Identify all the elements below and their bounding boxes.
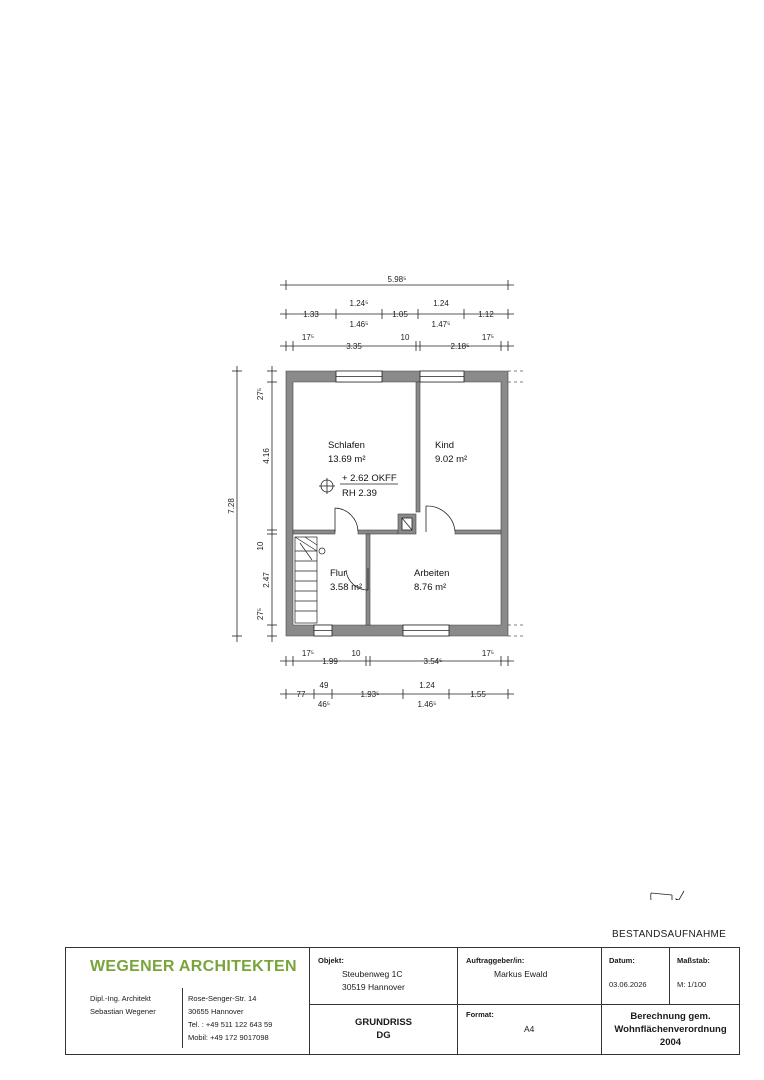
dim-top-row3: 3.35 [346, 342, 362, 351]
level-okff: + 2.62 OKFF [342, 473, 397, 484]
address-block: Rose-Senger-Str. 14 30655 Hannover Tel. … [188, 992, 272, 1044]
calculation-note: Berechnung gem. Wohnflächenverordnung 20… [602, 1010, 739, 1049]
dim-bottom-row2-below: 46⁵ [318, 700, 330, 709]
dim-left-part: 27⁵ [256, 608, 265, 620]
address-street: Rose-Senger-Str. 14 [188, 994, 257, 1003]
plan-title-line2: DG [376, 1030, 391, 1041]
dim-bottom-row2: 1.55 [470, 690, 486, 699]
objekt-street: Steubenweg 1C [342, 969, 403, 979]
dim-bottom-row1: 3.54⁵ [424, 657, 443, 666]
architect-block: Dipl.-Ing. Architekt Sebastian Wegener [90, 992, 156, 1018]
plan-title-line1: GRUNDRISS [354, 1017, 412, 1028]
dim-top-row3: 17⁵ [482, 333, 494, 342]
dim-left-part: 2.47 [262, 572, 271, 588]
dim-top-row2: 1.24⁵ [350, 299, 369, 308]
dim-top-row2-below: 1.46⁵ [350, 320, 369, 329]
scale-label: Maßstab: [677, 956, 710, 965]
dim-bottom-row1: 1.99 [322, 657, 338, 666]
client-label: Auftraggeber/in: [466, 956, 525, 965]
floor-plan: 5.98⁵ 1.33 1.24⁵ 1.05 1.24 1.12 1.46⁵ 1.… [227, 275, 685, 900]
calc-line2: Wohnflächenverordnung [614, 1024, 727, 1035]
dim-bottom-row1: 10 [352, 649, 361, 658]
dim-left-part: 27⁵ [256, 388, 265, 400]
room-area-schlafen: 13.69 m² [328, 454, 366, 465]
client-name: Markus Ewald [494, 969, 548, 979]
dim-bottom-row2: 77 [297, 690, 306, 699]
dim-top-row3: 17⁵ [302, 333, 314, 342]
architect-title: Dipl.-Ing. Architekt [90, 994, 151, 1003]
objekt-label: Objekt: [318, 956, 344, 965]
scale-value: M: 1/100 [677, 980, 707, 989]
architect-name: Sebastian Wegener [90, 1007, 156, 1016]
objekt-address: Steubenweg 1C 30519 Hannover [342, 968, 405, 994]
format-value: A4 [524, 1024, 535, 1034]
format-label: Format: [466, 1010, 494, 1019]
dim-top-row2: 1.24 [433, 299, 449, 308]
room-area-kind: 9.02 m² [435, 454, 467, 465]
room-name-schlafen: Schlafen [328, 440, 365, 451]
dim-bottom-row2-below: 1.46⁵ [418, 700, 437, 709]
address-city: 30655 Hannover [188, 1007, 244, 1016]
dim-bottom-row2: 49 [320, 681, 329, 690]
address-mobil: Mobil: +49 172 9017098 [188, 1033, 269, 1042]
firm-name: WEGENER ARCHITEKTEN [90, 958, 297, 975]
title-block: WEGENER ARCHITEKTEN Dipl.-Ing. Architekt… [65, 947, 740, 1055]
stairs [294, 536, 326, 624]
dim-top-row2-below: 1.47⁵ [432, 320, 451, 329]
windows [313, 370, 465, 637]
dim-bottom-row1: 17⁵ [482, 649, 494, 658]
level-marker [319, 478, 398, 494]
dim-top-overall: 5.98⁵ [388, 275, 407, 284]
calc-line3: 2004 [659, 1037, 682, 1048]
date-label: Datum: [609, 956, 635, 965]
room-name-flur: Flur [330, 568, 346, 579]
calc-line1: Berechnung gem. [630, 1011, 711, 1022]
dim-left-part: 10 [256, 541, 265, 550]
room-name-arbeiten: Arbeiten [414, 568, 449, 579]
doors [334, 505, 456, 591]
dim-top-row3: 2.18⁵ [451, 342, 470, 351]
dim-bottom-row2: 1.93⁵ [361, 690, 380, 699]
room-name-kind: Kind [435, 440, 454, 451]
dim-bottom-row1: 17⁵ [302, 649, 314, 658]
date-value: 03.06.2026 [609, 980, 647, 989]
dim-bottom-row2: 1.24 [419, 681, 435, 690]
dimension-lines [232, 280, 524, 699]
dim-top-row2: 1.05 [392, 310, 408, 319]
survey-stamp: BESTANDSAUFNAHME [612, 929, 727, 940]
dim-left-part: 4.16 [262, 448, 271, 464]
room-area-arbeiten: 8.76 m² [414, 582, 446, 593]
plan-title: GRUNDRISS DG [310, 1016, 457, 1042]
dim-left-overall: 7.28 [227, 498, 236, 514]
address-tel: Tel. : +49 511 122 643 59 [188, 1020, 273, 1029]
dim-top-row2: 1.33 [303, 310, 319, 319]
room-area-flur: 3.58 m² [330, 582, 362, 593]
objekt-city: 30519 Hannover [342, 982, 405, 992]
dim-top-row2: 1.12 [478, 310, 494, 319]
dim-top-row3: 10 [401, 333, 410, 342]
walls [285, 370, 509, 637]
level-rh: RH 2.39 [342, 488, 377, 499]
north-arrow-icon [650, 890, 685, 900]
